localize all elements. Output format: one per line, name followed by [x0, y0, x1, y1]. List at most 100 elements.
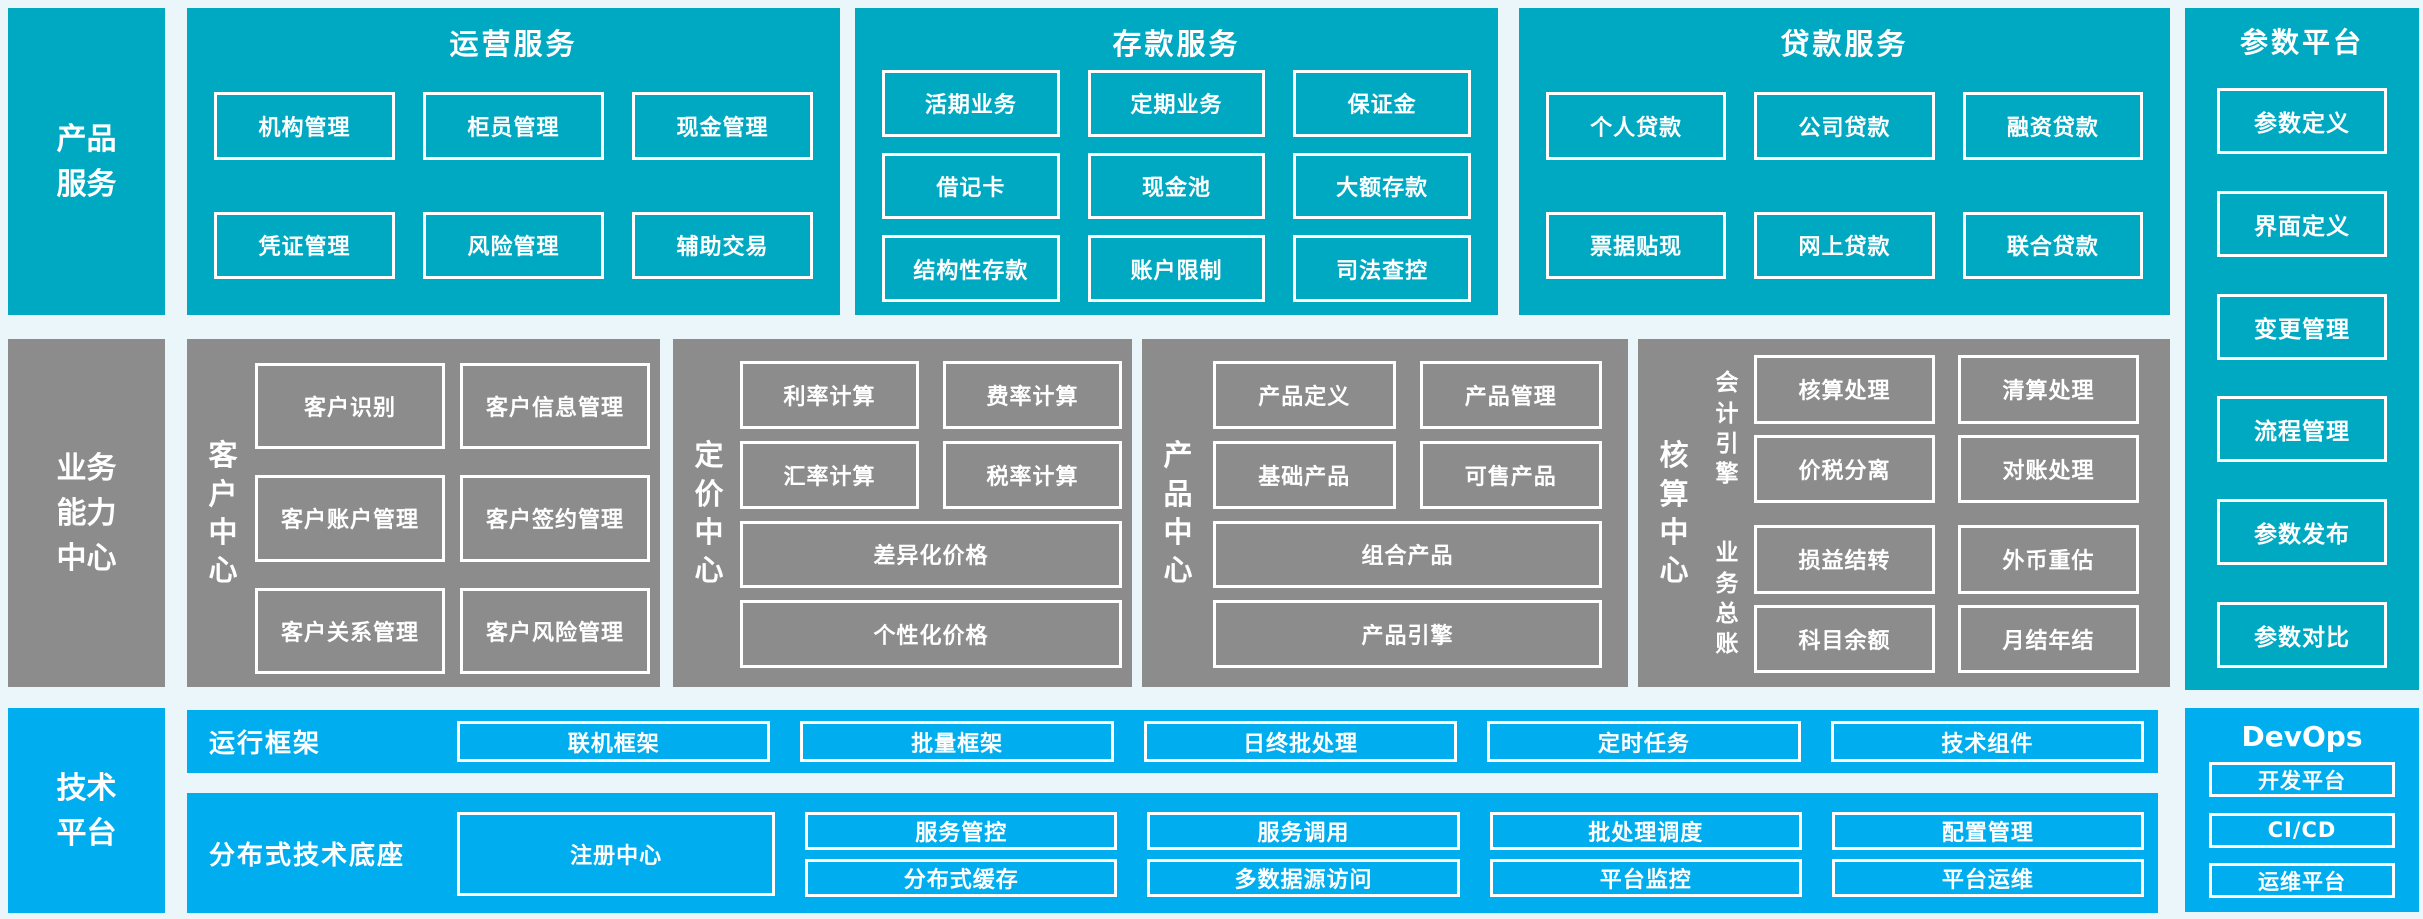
distributed-item: 平台监控	[1489, 859, 1802, 897]
product-center-grid: 产品定义 产品管理 基础产品 可售产品 组合产品 产品引擎	[1213, 361, 1602, 668]
accounting-center-body: 会计引擎 核算处理 清算处理 价税分离 对账处理 业务总账 损益结转 外币重估 …	[1700, 355, 2139, 673]
distributed-base-label: 分布式技术底座	[209, 840, 406, 871]
deposit-item: 借记卡	[882, 152, 1060, 220]
parameter-item: 流程管理	[2217, 396, 2387, 463]
parameter-platform-list: 参数定义 界面定义 变更管理 流程管理 参数发布 参数对比	[2217, 88, 2387, 668]
distributed-item: 多数据源访问	[1147, 859, 1460, 897]
pricing-item-wide: 差异化价格	[740, 520, 1122, 589]
loan-item: 个人贷款	[1546, 92, 1727, 160]
customer-item: 客户识别	[255, 363, 445, 450]
deposit-item: 现金池	[1087, 152, 1266, 220]
product-services-label: 产品服务	[8, 8, 165, 315]
business-ledger-group: 业务总账 损益结转 外币重估 科目余额 月结年结	[1700, 525, 2139, 673]
runtime-framework-items: 联机框架 批量框架 日终批处理 定时任务 技术组件	[457, 721, 2145, 762]
parameter-item: 界面定义	[2217, 190, 2387, 257]
loan-item: 融资贷款	[1962, 92, 2143, 160]
deposit-item: 保证金	[1293, 70, 1471, 137]
pricing-item: 费率计算	[943, 361, 1122, 429]
distributed-base-band: 分布式技术底座 注册中心 服务管控 分布式缓存 服务调用 多数据源访问 批处理调…	[187, 793, 2158, 913]
deposit-item: 司法查控	[1293, 235, 1471, 302]
customer-item: 客户风险管理	[460, 587, 650, 674]
deposit-services-title: 存款服务	[1112, 27, 1241, 61]
loan-item: 票据贴现	[1546, 211, 1727, 279]
accounting-center-panel: 核算中心 会计引擎 核算处理 清算处理 价税分离 对账处理 业务总账 损	[1638, 339, 2170, 687]
deposit-item: 活期业务	[882, 70, 1060, 137]
accounting-engine-group: 会计引擎 核算处理 清算处理 价税分离 对账处理	[1700, 355, 2139, 503]
accounting-engine-side-label: 会计引擎	[1715, 370, 1739, 488]
distributed-column: 服务调用 多数据源访问	[1147, 812, 1460, 897]
distributed-item: 配置管理	[1831, 812, 2145, 850]
deposit-item: 定期业务	[1087, 70, 1266, 137]
devops-item: 开发平台	[2209, 762, 2395, 797]
devops-list: 开发平台 CI/CD 运维平台	[2209, 762, 2395, 898]
loan-services-title: 贷款服务	[1780, 27, 1909, 61]
deposit-grid: 活期业务 定期业务 保证金 借记卡 现金池 大额存款 结构性存款 账户限制 司法…	[882, 70, 1471, 302]
distributed-item: 批处理调度	[1489, 812, 1802, 850]
customer-item: 客户关系管理	[255, 587, 445, 674]
distributed-column: 批处理调度 平台监控	[1489, 812, 1802, 897]
runtime-item: 技术组件	[1830, 721, 2145, 762]
loan-grid: 个人贷款 公司贷款 融资贷款 票据贴现 网上贷款 联合贷款	[1546, 92, 2143, 279]
loan-item: 公司贷款	[1754, 92, 1935, 160]
parameter-item: 参数定义	[2217, 88, 2387, 154]
customer-item: 客户信息管理	[460, 363, 650, 450]
pricing-item: 利率计算	[740, 361, 919, 429]
runtime-framework-label: 运行框架	[209, 729, 322, 759]
accounting-item: 月结年结	[1958, 604, 2139, 673]
distributed-column: 服务管控 分布式缓存	[805, 812, 1118, 897]
devops-item: 运维平台	[2209, 863, 2395, 898]
parameter-item: 参数发布	[2217, 499, 2387, 566]
operations-item: 凭证管理	[214, 211, 395, 279]
operations-item: 柜员管理	[423, 92, 604, 160]
distributed-item: 分布式缓存	[805, 859, 1118, 897]
pricing-item-wide: 个性化价格	[740, 600, 1122, 668]
business-capability-label-text: 业务能力中心	[56, 450, 117, 576]
loan-item: 网上贷款	[1754, 211, 1935, 279]
operations-grid: 机构管理 柜员管理 现金管理 凭证管理 风险管理 辅助交易	[214, 92, 813, 279]
accounting-item: 损益结转	[1754, 525, 1935, 594]
pricing-center-grid: 利率计算 费率计算 汇率计算 税率计算 差异化价格 个性化价格	[740, 361, 1122, 668]
parameter-platform-title: 参数平台	[2239, 26, 2364, 59]
customer-item: 客户签约管理	[460, 475, 650, 562]
distributed-item: 服务管控	[805, 812, 1118, 850]
product-item-wide: 产品引擎	[1213, 600, 1602, 668]
business-capability-label: 业务能力中心	[8, 339, 165, 687]
customer-center-grid: 客户识别 客户信息管理 客户账户管理 客户签约管理 客户关系管理 客户风险管理	[255, 363, 650, 674]
customer-item: 客户账户管理	[255, 475, 445, 562]
runtime-item: 定时任务	[1487, 721, 1801, 762]
business-ledger-side-label: 业务总账	[1715, 540, 1739, 658]
parameter-item: 变更管理	[2217, 293, 2387, 360]
operations-services-panel: 运营服务 机构管理 柜员管理 现金管理 凭证管理 风险管理 辅助交易	[187, 8, 840, 315]
runtime-framework-band: 运行框架 联机框架 批量框架 日终批处理 定时任务 技术组件	[187, 710, 2158, 773]
registry-center-box: 注册中心	[457, 812, 776, 896]
runtime-item: 联机框架	[457, 721, 771, 762]
product-item: 可售产品	[1419, 440, 1602, 509]
product-center-panel: 产品中心 产品定义 产品管理 基础产品 可售产品 组合产品 产品引擎	[1142, 339, 1628, 687]
product-item: 产品管理	[1419, 361, 1602, 429]
operations-item: 辅助交易	[632, 211, 813, 279]
accounting-center-side-label: 核算中心	[1659, 438, 1689, 588]
accounting-engine-grid: 核算处理 清算处理 价税分离 对账处理	[1754, 355, 2139, 503]
distributed-base-items: 注册中心 服务管控 分布式缓存 服务调用 多数据源访问 批处理调度 平台监控 配…	[457, 812, 2145, 897]
distributed-item: 平台运维	[1831, 859, 2145, 897]
product-services-label-text: 产品服务	[56, 121, 117, 202]
product-item: 基础产品	[1213, 440, 1396, 509]
accounting-item: 价税分离	[1754, 434, 1935, 503]
distributed-column: 配置管理 平台运维	[1831, 812, 2145, 897]
deposit-item: 大额存款	[1293, 152, 1471, 220]
parameter-platform-panel: 参数平台 参数定义 界面定义 变更管理 流程管理 参数发布 参数对比	[2185, 8, 2419, 690]
tech-platform-label-text: 技术平台	[56, 770, 117, 851]
deposit-item: 账户限制	[1087, 235, 1266, 302]
product-center-side-label: 产品中心	[1163, 438, 1193, 588]
deposit-services-panel: 存款服务 活期业务 定期业务 保证金 借记卡 现金池 大额存款 结构性存款 账户…	[855, 8, 1498, 315]
customer-center-panel: 客户中心 客户识别 客户信息管理 客户账户管理 客户签约管理 客户关系管理 客户…	[187, 339, 660, 687]
runtime-item: 日终批处理	[1143, 721, 1458, 762]
business-ledger-grid: 损益结转 外币重估 科目余额 月结年结	[1754, 525, 2139, 673]
operations-services-title: 运营服务	[449, 27, 578, 61]
accounting-item: 外币重估	[1958, 525, 2139, 594]
operations-item: 风险管理	[423, 211, 604, 279]
operations-item: 机构管理	[214, 92, 395, 160]
tech-platform-label: 技术平台	[8, 708, 165, 913]
product-item: 产品定义	[1213, 361, 1396, 429]
